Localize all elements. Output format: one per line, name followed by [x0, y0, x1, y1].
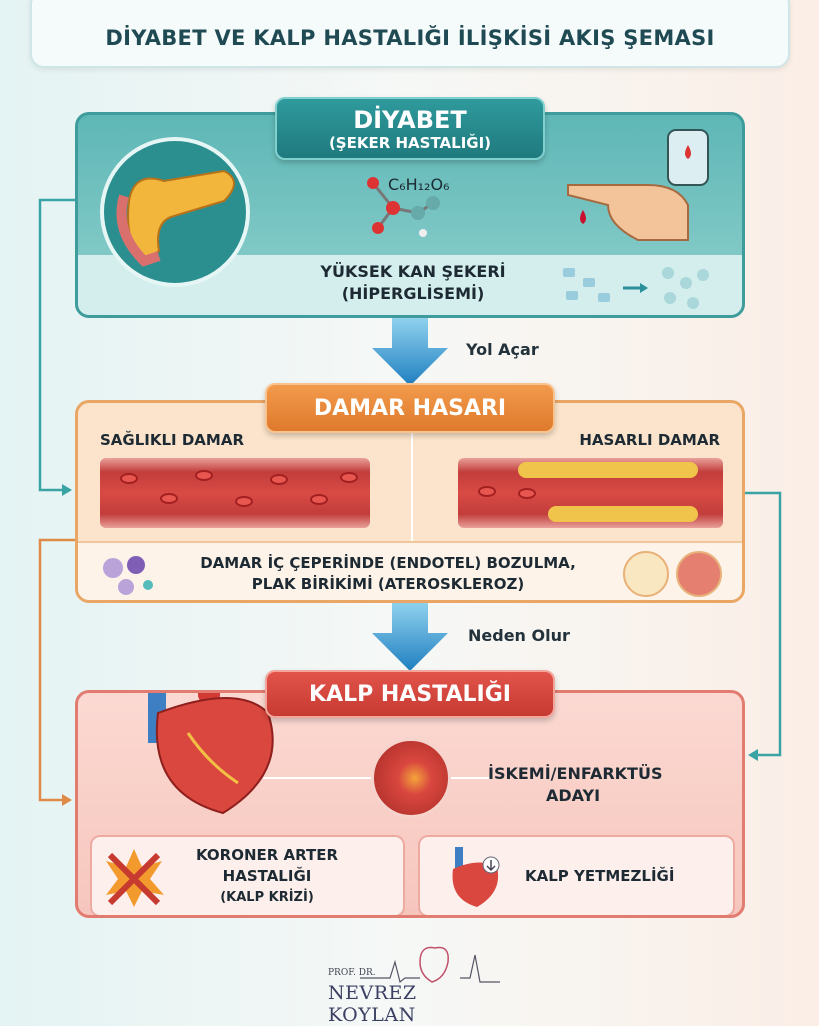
plaque	[548, 506, 698, 522]
arrowhead-icon	[748, 749, 758, 761]
blocked-artery-icon	[106, 849, 164, 907]
damaged-vessel-illustration	[458, 458, 723, 528]
red-blood-cell	[340, 472, 358, 483]
heart-illustration	[148, 693, 274, 815]
vessel-description-line2: PLAK BİRİKİMİ (ATEROSKLEROZ)	[251, 575, 525, 593]
ischemia-label: İSKEMİ/ENFARKTÜS ADAYI	[488, 763, 663, 807]
red-blood-cell	[270, 474, 288, 485]
red-blood-cell	[518, 488, 536, 499]
finger-blood-test-icon	[567, 129, 709, 241]
ischemia-label-line2: ADAYI	[545, 786, 601, 805]
down-arrow-icon	[372, 603, 448, 671]
glucose-molecule-icon	[367, 177, 440, 237]
clogged-artery-icon	[676, 551, 722, 597]
damaged-vessel-label: HASARLI DAMAR	[579, 431, 720, 449]
connector-label-causes: Neden Olur	[468, 626, 570, 645]
vessel-description: DAMAR İÇ ÇEPERİNDE (ENDOTEL) BOZULMA, PL…	[168, 553, 608, 595]
arrowhead-icon	[62, 794, 72, 806]
title-box: DİYABET VE KALP HASTALIĞI İLİŞKİSİ AKIŞ …	[30, 0, 790, 68]
down-arrow-icon	[372, 318, 448, 386]
divider	[411, 433, 413, 541]
orange-connector-left	[38, 538, 75, 802]
diabetes-description-line1: YÜKSEK KAN ŞEKERİ	[320, 262, 506, 281]
diabetes-panel: C₆H₁₂O₆ YÜKSEK KAN ŞEKERİ (HİPERGLİSEMİ)	[75, 112, 745, 318]
teal-connector-left	[38, 198, 75, 492]
heart-disease-panel: İSKEMİ/ENFARKTÜS ADAYI KORONER ARTER HAS…	[75, 690, 745, 918]
connector-label-leads-to: Yol Açar	[466, 340, 539, 359]
outcome1-line2: HASTALIĞI	[222, 867, 312, 885]
red-blood-cell	[160, 493, 178, 504]
heart-failure-label: KALP YETMEZLİĞİ	[525, 867, 675, 885]
healthy-vessel-label: SAĞLIKLI DAMAR	[100, 431, 244, 449]
red-blood-cell	[120, 473, 138, 484]
arrowhead-icon	[62, 484, 72, 496]
heart-ecg-logo-icon	[360, 946, 500, 984]
diabetes-description-line2: (HİPERGLİSEMİ)	[341, 284, 485, 303]
red-blood-cell	[195, 470, 213, 481]
plaque	[518, 462, 698, 478]
diabetes-description: YÜKSEK KAN ŞEKERİ (HİPERGLİSEMİ)	[228, 261, 598, 305]
logo-name: NEVREZ KOYLAN	[328, 982, 417, 1026]
healthy-vessel-illustration	[100, 458, 370, 528]
outcome1-line3: (KALP KRİZİ)	[220, 890, 314, 905]
vessel-description-line1: DAMAR İÇ ÇEPERİNDE (ENDOTEL) BOZULMA,	[200, 554, 576, 572]
outcome1-line1: KORONER ARTER	[195, 846, 339, 864]
teal-connector-right	[745, 491, 782, 757]
red-blood-cell	[235, 496, 253, 507]
coronary-artery-disease-label: KORONER ARTER HASTALIĞI (KALP KRİZİ)	[172, 845, 362, 908]
vessel-damage-header: DAMAR HASARI	[265, 383, 555, 433]
glucose-formula: C₆H₁₂O₆	[388, 175, 450, 194]
pancreas-illustration	[100, 137, 250, 287]
coronary-artery-disease-box: KORONER ARTER HASTALIĞI (KALP KRİZİ)	[90, 835, 405, 915]
ischemia-label-line1: İSKEMİ/ENFARKTÜS	[488, 764, 663, 783]
sugar-to-blood-cells-icon	[563, 267, 709, 309]
pointer-line	[451, 777, 491, 779]
diabetes-subheading: (ŞEKER HASTALIĞI)	[328, 133, 492, 152]
ischemia-zoom-icon	[371, 738, 451, 818]
diabetes-heading: DİYABET	[353, 105, 467, 134]
diabetes-header: DİYABET (ŞEKER HASTALIĞI)	[275, 97, 545, 160]
red-blood-cell	[478, 486, 496, 497]
heart-disease-header: KALP HASTALIĞI	[265, 670, 555, 718]
red-blood-cell	[310, 494, 328, 505]
vessel-damage-panel: SAĞLIKLI DAMAR HASARLI DAMAR DAMAR İÇ ÇE…	[75, 400, 745, 603]
plaque-icon	[623, 551, 669, 597]
pancreas-icon	[116, 169, 235, 267]
immune-cells-icon	[103, 556, 153, 595]
logo: PROF. DR. NEVREZ KOYLAN	[320, 940, 510, 1026]
page-title: DİYABET VE KALP HASTALIĞI İLİŞKİSİ AKIŞ …	[105, 26, 715, 50]
heart-failure-box: KALP YETMEZLİĞİ	[418, 835, 735, 915]
vessel-description-band: DAMAR İÇ ÇEPERİNDE (ENDOTEL) BOZULMA, PL…	[78, 541, 742, 600]
pointer-line	[263, 777, 373, 779]
weak-heart-icon	[452, 847, 500, 907]
logo-prefix: PROF. DR.	[328, 968, 376, 978]
